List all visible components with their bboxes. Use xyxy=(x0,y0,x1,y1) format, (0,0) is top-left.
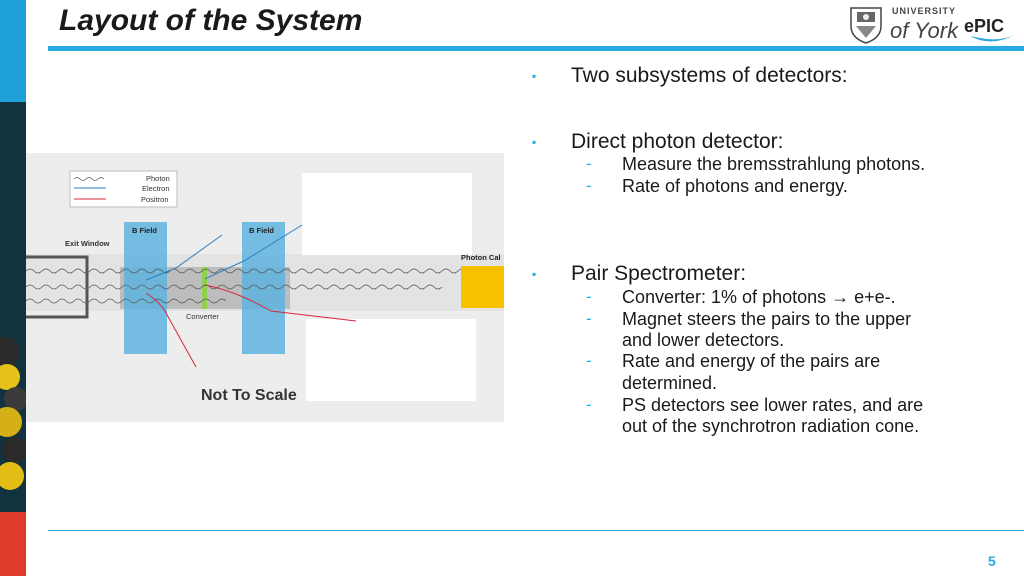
york-crest-icon xyxy=(850,7,882,44)
bullet-text: Pair Spectrometer: xyxy=(571,262,747,285)
exit-window-label: Exit Window xyxy=(65,239,110,248)
epic-logo-text: ePIC xyxy=(964,16,1004,36)
page-title: Layout of the System xyxy=(59,4,363,37)
lower-detector-box xyxy=(306,319,476,401)
diagram-legend: Photon Electron Positron xyxy=(69,170,178,208)
bullet-marker-icon: ▪ xyxy=(532,69,537,83)
electron-track-upper xyxy=(204,224,303,280)
sub-bullet-dash: - xyxy=(586,309,592,328)
page-number: 5 xyxy=(988,553,996,569)
bullet-text: Two subsystems of detectors: xyxy=(571,64,848,87)
photon-cal-label: Photon Cal xyxy=(461,253,501,262)
b-field-1 xyxy=(124,222,167,354)
sub-bullet-text: and lower detectors. xyxy=(622,330,785,350)
university-of-york-logo: UNIVERSITY of York xyxy=(850,6,958,44)
sub-bullet-dash: - xyxy=(586,395,592,414)
side-strip-dark xyxy=(0,102,26,514)
epic-logo: ePIC xyxy=(964,16,1016,42)
system-layout-diagram: Photon Electron Positron Exit Window Con… xyxy=(26,153,504,422)
positron-track-1 xyxy=(204,284,357,322)
sub-bullet-text: PS detectors see lower rates, and are xyxy=(622,395,924,415)
sub-bullet-dash: - xyxy=(586,154,592,173)
b-field-2-label: B Field xyxy=(249,226,274,235)
sub-bullet-text: Magnet steers the pairs to the upper xyxy=(622,309,912,329)
sub-bullet-text: out of the synchrotron radiation cone. xyxy=(622,416,920,436)
side-strip-red xyxy=(0,512,26,576)
b-field-1-label: B Field xyxy=(132,226,157,235)
title-divider xyxy=(48,46,1024,51)
legend-electron-label: Electron xyxy=(142,184,170,193)
footer-divider xyxy=(48,530,1024,531)
electron-track-1 xyxy=(145,234,223,281)
epic-swoosh-icon xyxy=(970,34,1016,42)
not-to-scale-label: Not To Scale xyxy=(201,387,297,404)
sub-bullet-text: Rate of photons and energy. xyxy=(622,176,848,196)
converter-foil xyxy=(202,267,207,309)
photon-calorimeter xyxy=(461,266,504,308)
legend-photon-label: Photon xyxy=(146,174,170,183)
exit-window xyxy=(26,255,89,319)
sub-bullet-text: Rate and energy of the pairs are xyxy=(622,351,881,371)
legend-positron-label: Positron xyxy=(141,195,169,204)
uoy-york-text: of York xyxy=(890,18,958,43)
photon-wave-1 xyxy=(26,268,475,274)
bullet-marker-icon: ▪ xyxy=(532,267,537,281)
sub-bullet-text: Measure the bremsstrahlung photons. xyxy=(622,154,926,174)
positron-track-2 xyxy=(145,292,197,368)
sub-bullet-dash: - xyxy=(586,287,592,306)
photon-wave-3 xyxy=(26,298,227,304)
bullet-text: Direct photon detector: xyxy=(571,130,784,153)
sub-bullet-dash: - xyxy=(586,176,592,195)
side-strip-blue xyxy=(0,0,26,102)
sub-bullet-text: Converter: 1% of photons → e+e-. xyxy=(622,287,896,307)
photon-wave-2 xyxy=(26,284,443,290)
bullet-marker-icon: ▪ xyxy=(532,135,537,149)
sub-bullet-dash: - xyxy=(586,351,592,370)
decorative-side-strip xyxy=(0,0,26,576)
uoy-university-text: UNIVERSITY xyxy=(892,6,956,16)
converter-label: Converter xyxy=(186,312,219,321)
legend-photon-swatch xyxy=(73,177,105,181)
sub-bullet-text: determined. xyxy=(622,373,718,393)
upper-detector-box xyxy=(302,173,472,255)
